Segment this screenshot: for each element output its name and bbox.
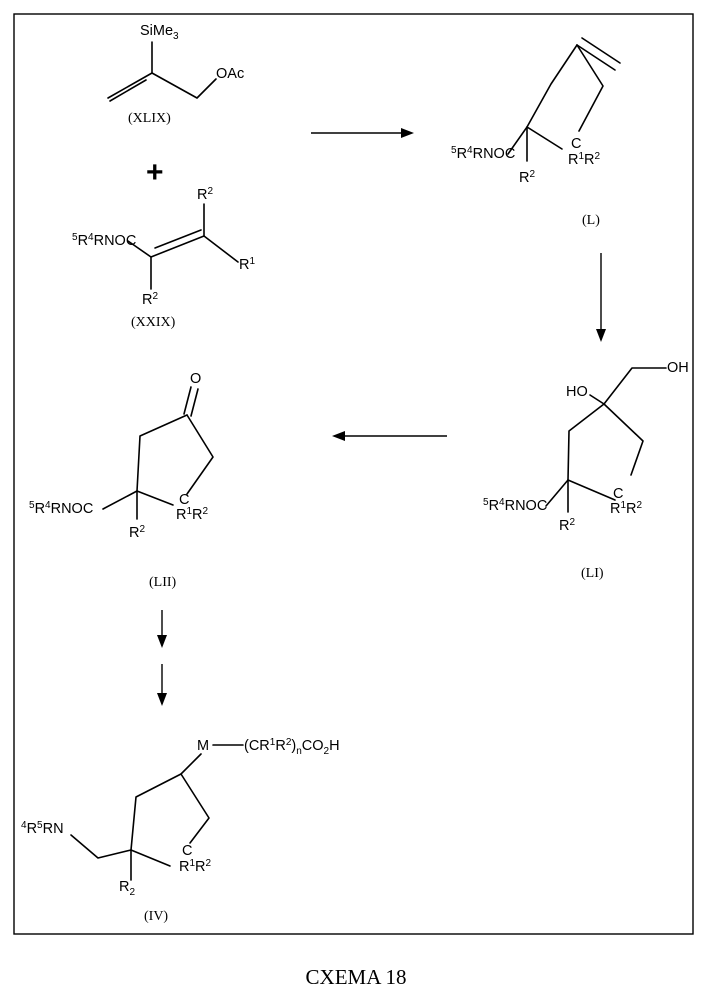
iv-caption: (IV) — [144, 909, 168, 924]
li-amide-label: 5R4RNOC — [483, 497, 547, 514]
compound-lii: O 5R4RNOC C R1R2 R2 (LII) — [29, 371, 213, 590]
l-ring-right — [577, 45, 603, 131]
xlix-double-bond-inner — [110, 80, 146, 101]
compound-l: 5R4RNOC C R1R2 R2 (L) — [451, 38, 620, 228]
iv-ring-left — [131, 774, 181, 850]
xlix-tms-label: SiMe3 — [140, 23, 179, 42]
l-amide-label: 5R4RNOC — [451, 145, 515, 162]
l-ring-carbon-label: C — [571, 136, 581, 152]
arrow-to-l — [311, 128, 414, 138]
xxix-amide-bond — [128, 241, 151, 257]
iv-m-label: M — [197, 738, 209, 754]
xxix-r1-bond — [204, 236, 238, 262]
li-r2-label: R2 — [559, 517, 575, 534]
iv-cr1r2-label: R1R2 — [179, 858, 212, 875]
plus-sign: + — [146, 156, 164, 189]
lii-caption: (LII) — [149, 575, 177, 590]
lii-carbonyl-inner — [191, 389, 198, 416]
l-cr1r2-label: R1R2 — [568, 151, 601, 168]
xlix-caption: (XLIX) — [128, 111, 171, 126]
arrow-to-lii — [332, 431, 447, 441]
iv-m-ring-bond — [181, 754, 201, 774]
l-exo-methylene-inner — [582, 38, 620, 63]
l-ring-left-upper — [527, 45, 577, 127]
lii-r2-label: R2 — [129, 524, 145, 541]
compound-xxix: 5R4RNOC R2 R1 R2 (XXIX) — [72, 186, 255, 330]
iv-ch2-amine-bond — [71, 835, 131, 858]
xxix-r2-top-label: R2 — [197, 186, 213, 203]
li-ring-left — [568, 404, 604, 480]
scheme-title: CXEMA 18 — [306, 965, 407, 989]
xxix-r1-label: R1 — [239, 256, 255, 273]
iv-ring-bottom — [131, 850, 170, 866]
li-oh-label: OH — [667, 360, 689, 376]
lii-oxygen-label: O — [190, 371, 201, 387]
l-caption: (L) — [582, 213, 600, 228]
xlix-oac-label: OAc — [216, 66, 244, 82]
iv-amine-label: 4R5RN — [21, 820, 64, 837]
l-ring-bottom — [527, 127, 562, 149]
li-amide-bond — [546, 480, 568, 506]
xxix-caption: (XXIX) — [131, 315, 176, 330]
xlix-ch2-chain — [152, 73, 216, 98]
xxix-amide-label: 5R4RNOC — [72, 232, 136, 249]
lii-amide-label: 5R4RNOC — [29, 500, 93, 517]
lii-ring-left — [137, 415, 187, 491]
li-ho-label: HO — [566, 384, 588, 400]
li-ch2oh-bond — [604, 368, 666, 404]
compound-iv: M (CR1R2)nCO2H 4R5RN C R1R2 R2 (IV) — [21, 737, 340, 924]
li-oh-bond-left — [590, 395, 604, 404]
arrow-to-iv-first — [157, 610, 167, 648]
arrow-to-iv-second — [157, 664, 167, 706]
xxix-double-bond-inner — [155, 230, 201, 248]
compound-li: HO OH 5R4RNOC C R1R2 R2 (LI) — [483, 360, 689, 581]
iv-chain-label: (CR1R2)nCO2H — [244, 737, 340, 757]
li-ring-bottom — [568, 480, 615, 500]
iv-ring-carbon-label: C — [182, 843, 192, 859]
lii-ring-right — [187, 415, 213, 494]
iv-ring-right — [181, 774, 209, 843]
li-caption: (LI) — [581, 566, 604, 581]
li-cr1r2-label: R1R2 — [610, 500, 643, 517]
lii-cr1r2-label: R1R2 — [176, 506, 209, 523]
xlix-double-bond-outer — [108, 73, 152, 98]
l-exo-methylene-outer — [577, 45, 615, 70]
lii-amide-bond — [103, 491, 137, 509]
li-ring-right — [604, 404, 643, 475]
compound-xlix: SiMe3 OAc (XLIX) — [108, 23, 244, 126]
l-r2-label: R2 — [519, 169, 535, 186]
lii-carbonyl-outer — [184, 387, 191, 414]
lii-ring-bottom — [137, 491, 173, 505]
iv-r2-label: R2 — [119, 879, 135, 898]
arrow-to-li — [596, 253, 606, 342]
xxix-r2-bottom-label: R2 — [142, 291, 158, 308]
